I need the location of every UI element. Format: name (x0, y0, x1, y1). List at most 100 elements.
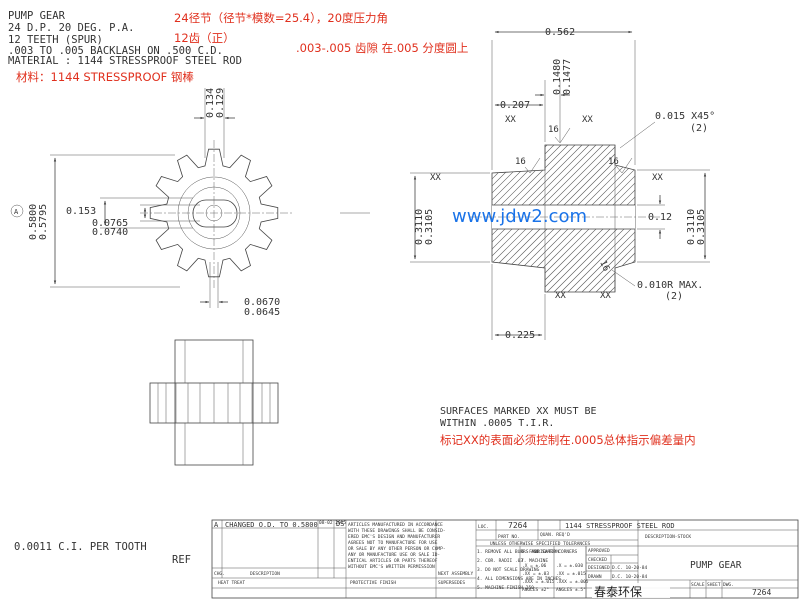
tooth-tip-max-text: 0.134 (205, 88, 216, 118)
diametral-pitch-text: 24 D.P. 20 DEG. P.A. (8, 22, 134, 34)
rev-description: CHANGED O.D. TO 0.5800 (225, 521, 318, 529)
disclaimer-line: ENTICAL ARTICLES OR PARTS THEREOF (348, 558, 438, 564)
approved-label: APPROVED (588, 548, 610, 554)
xx-mark-1: XX (505, 115, 516, 125)
bore-min-text: 0.0740 (92, 227, 128, 238)
tolerance-note: 3. DO NOT SCALE DRAWING (477, 567, 540, 573)
left-dia-min-text: 0.3105 (424, 209, 435, 245)
finish-mark-left: 16 (515, 157, 526, 167)
left-dia-max-text: 0.3110 (414, 209, 425, 245)
hatch-line (559, 145, 635, 292)
part-no-label: PART NO. (498, 534, 520, 540)
ci-note-line2: REF (172, 554, 191, 566)
scale-label: SCALE (691, 582, 705, 588)
tolerance-note: 2. COR. RADII .03 (477, 558, 523, 564)
root-min-text: 0.0645 (244, 307, 280, 318)
xx-mark-3: XX (430, 173, 441, 183)
root-max-text: 0.0670 (244, 297, 280, 308)
gear-side-profile (149, 339, 279, 466)
hatch-line (294, 130, 464, 300)
next-assembly-label: NEXT ASSEMBLY (438, 571, 474, 577)
description-label: DESCRIPTION (250, 571, 280, 577)
drawing-number: 7264 (752, 588, 771, 597)
xx-mark-6: XX (600, 291, 611, 301)
rev-date: 08-02 2015 (319, 520, 346, 526)
datum-circle (10, 204, 24, 218)
tolerance-value: ANGLES ±2° (522, 587, 549, 593)
tolerance-value: .XX = ±.03 (522, 571, 549, 577)
disclaimer-line: ARTICLES MANUFACTURED IN ACCORDANCE (348, 522, 443, 528)
bore-dia-text: 0.12 (648, 212, 672, 223)
overall-width-text: 0.562 (545, 27, 575, 38)
tolerance-value: .XX = ±.015 (556, 571, 586, 577)
tolerance-note: 6. FABRICATION (521, 549, 559, 555)
right-dia-max-text: 0.3110 (686, 209, 697, 245)
chamfer-text: 0.015 X45° (655, 111, 715, 122)
radius-qty-text: (2) (665, 291, 683, 302)
datum-label: A (14, 208, 19, 216)
hatch-line (580, 145, 635, 292)
drawing-title-block: PUMP GEAR (690, 560, 742, 571)
dwg-label: DWG. (723, 582, 734, 588)
header-notes: PUMP GEAR 24 D.P. 20 DEG. P.A. 12 TEETH … (8, 10, 242, 67)
surfaces-note-line1: SURFACES MARKED XX MUST BE (440, 406, 597, 417)
hub-max-text: 0.1480 (552, 59, 563, 95)
material-text: MATERIAL : 1144 STRESSPROOF STEEL ROD (8, 55, 242, 67)
disclaimer-line: AGREES NOT TO MANUFACTURE FOR USE (348, 540, 438, 546)
surfaces-note-line2: WITHIN .0005 T.I.R. (440, 418, 554, 429)
teeth-count-text: 12 TEETH (SPUR) (8, 34, 103, 46)
designed-by: D.C. 10-20-84 (612, 565, 648, 571)
tolerance-note: 1. REMOVE ALL BURRS AND SHARP CORNERS (477, 549, 578, 555)
tolerances-label: UNLESS OTHERWISE SPECIFIED TOLERANCES (490, 541, 591, 547)
hub-outline (174, 339, 254, 466)
cn-pitch-note: 24径节（径节*模数=25.4），20度压力角 (174, 11, 388, 25)
loc-label: LOC. (478, 524, 489, 530)
hatch-line (658, 130, 800, 300)
gear-section-view: 0.562 0.1480 0.1477 0.207 0.015 X45° (2)… (294, 27, 800, 341)
drawn-by: D.C. 10-20-84 (612, 574, 648, 580)
double-d-bore (192, 199, 238, 228)
supersedes-label: SUPERSEDES (438, 580, 465, 586)
disclaimer-line: WITHOUT EMC'S WRITTEN PERMISSION (348, 564, 435, 570)
disclaimer-line: ERED EMC'S DESIGN AND MANUFACTURER (348, 534, 440, 540)
chinese-notes: 24径节（径节*模数=25.4），20度压力角 12齿（正） .003-.005… (16, 11, 468, 84)
chamfer-qty-text: (2) (690, 123, 708, 134)
flat-dimension-text: 0.153 (66, 206, 96, 217)
hatch-line (566, 145, 635, 292)
cn-teeth-note: 12齿（正） (174, 31, 235, 45)
hatch-line (573, 145, 635, 292)
checked-label: CHECKED (588, 557, 607, 563)
cn-surfaces-note: 标记XX的表面必须控制在.0005总体指示偏差量内 (440, 433, 696, 447)
designed-label: DESIGNED (588, 565, 610, 571)
protective-finish-label: PROTECTIVE FINISH (350, 580, 396, 586)
hatch-line (651, 130, 800, 300)
drawn-label: DRAWN (588, 574, 602, 580)
title-block: A CHANGED O.D. TO 0.5800 08-02 2015 DS C… (211, 519, 799, 599)
tolerance-note: 7. MACHINE (521, 558, 548, 564)
hatch-line (492, 145, 577, 292)
rev-by: DS (336, 520, 344, 528)
sheet-label: SHEET (707, 582, 721, 588)
shoulder-text: 0.207 (500, 100, 530, 111)
finish-mark-bottom: 16 (597, 259, 611, 273)
tolerance-value: .XXX = ±.005 (556, 579, 589, 585)
company-watermark: 春泰环保 (594, 585, 642, 599)
xx-mark-4: XX (652, 173, 663, 183)
face-width-text: 0.225 (505, 330, 535, 341)
backlash-text: .003 TO .005 BACKLASH ON .500 C.D. (8, 45, 223, 57)
cn-backlash-note: .003-.005 齿隙 在.005 分度圆上 (296, 41, 468, 55)
od-max-text: 0.5800 (28, 204, 39, 240)
finish-mark-right: 16 (608, 157, 619, 167)
hatch-line (301, 130, 471, 300)
tooth-tip-min-text: 0.129 (215, 88, 226, 118)
disclaimer-line: ANY OR MANUFACTURE USE OR SALE ID- (348, 552, 440, 558)
tolerance-value: .X = ±.06 (522, 563, 547, 569)
heat-treat-label: HEAT TREAT (218, 580, 245, 586)
tolerance-value: ANGLES ±.5° (556, 587, 586, 593)
cn-material-note: 材料：1144 STRESSPROOF 钢棒 (16, 70, 194, 84)
chg-label: CHG. (214, 571, 225, 577)
finish-mark-top: 16 (548, 125, 559, 135)
disclaimer-line: OR SALE BY ANY OTHER PERSON OR COMP- (348, 546, 446, 552)
hatch-line (552, 145, 635, 292)
